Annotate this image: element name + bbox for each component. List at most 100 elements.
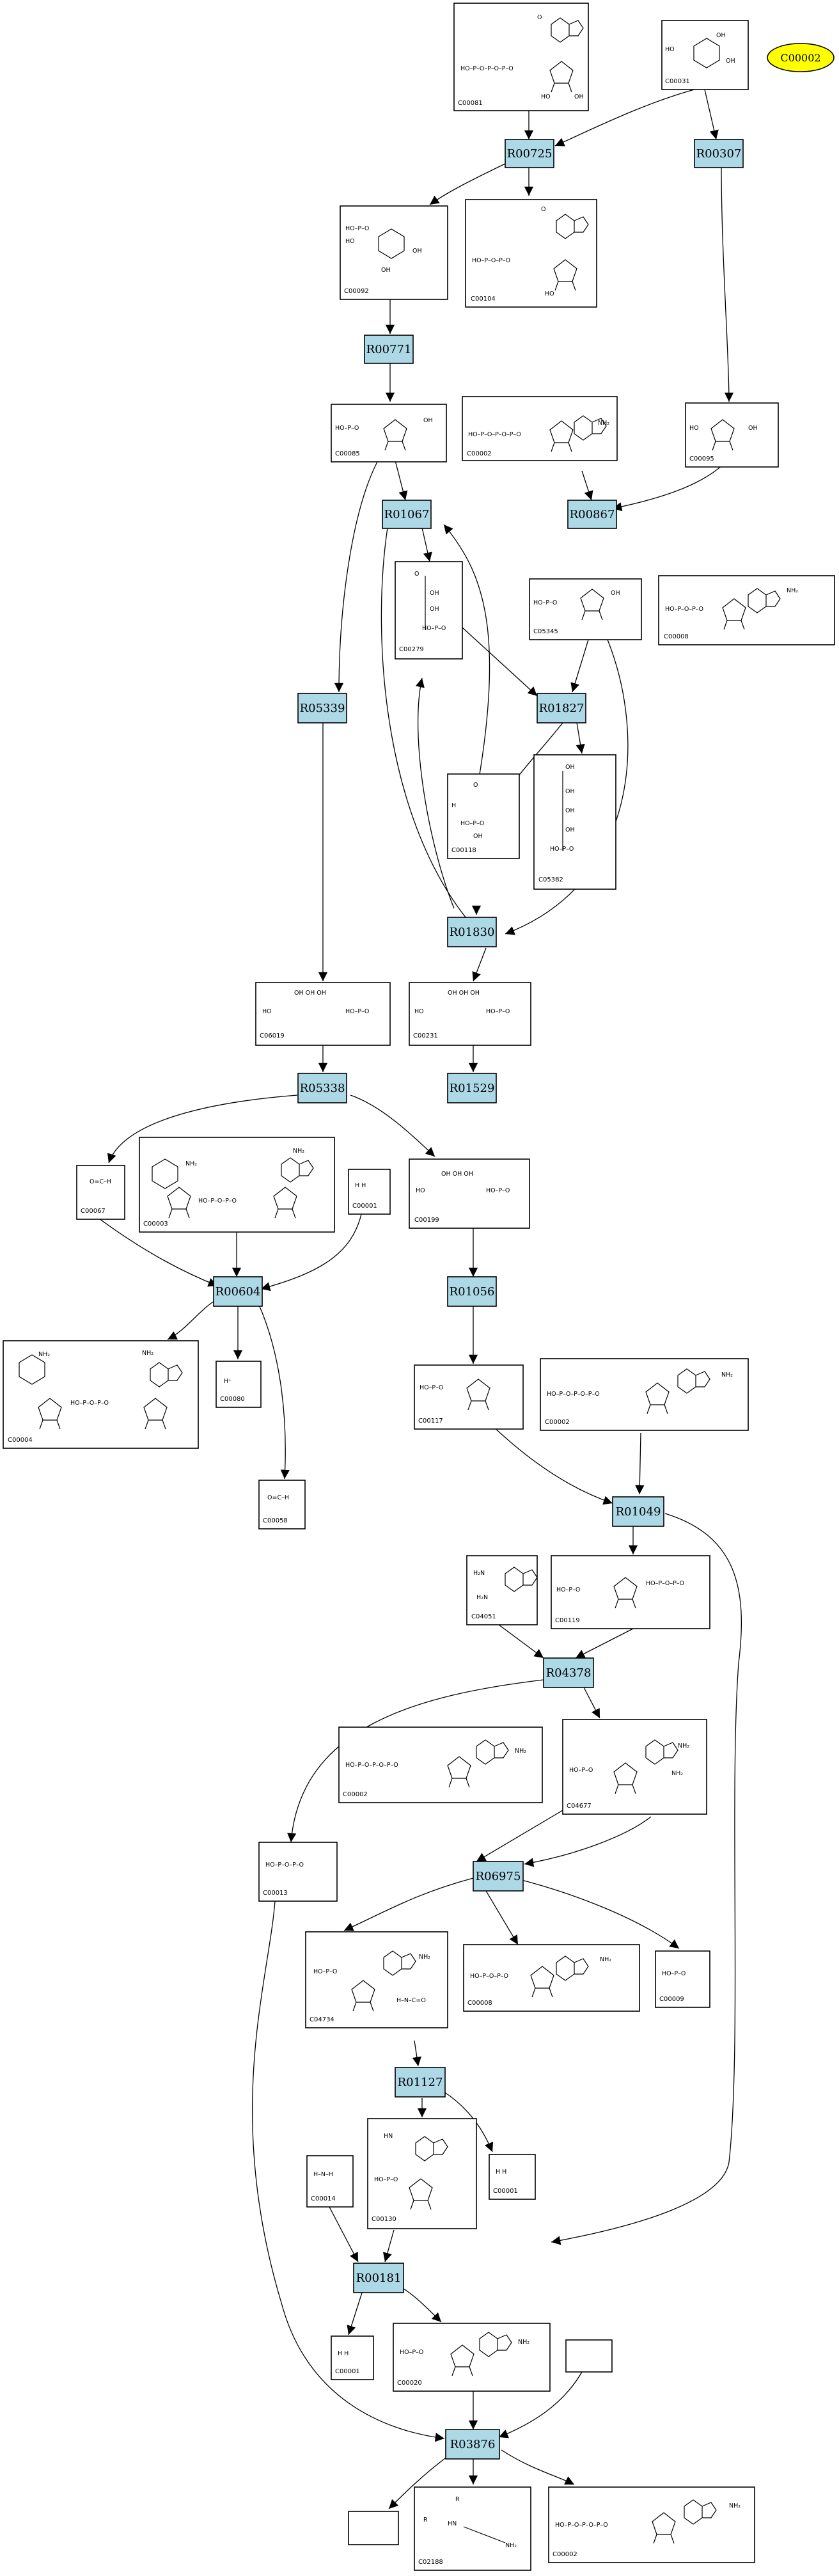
compound-c00002[interactable]: HO–P–O–P–O–P–O NH₂ C00002	[548, 2486, 755, 2563]
compound-c02188[interactable]: R R HN NH₂ C02188	[414, 2486, 531, 2571]
svg-text:HO–P–O: HO–P–O	[556, 1586, 580, 1593]
reaction-r00604[interactable]: R00604	[213, 1276, 263, 1307]
svg-text:C00067: C00067	[81, 1208, 106, 1215]
compound-c00031[interactable]: HO OH OH C00031	[661, 20, 749, 90]
edge	[501, 2449, 575, 2485]
reaction-r01529[interactable]: R01529	[447, 1073, 497, 1103]
svg-text:HO–P–O: HO–P–O	[533, 599, 557, 606]
compound-c04677[interactable]: HO–P–O NH₂ NH₂ C04677	[562, 1719, 707, 1815]
svg-text:C00009: C00009	[659, 1996, 684, 2003]
reaction-r01127[interactable]: R01127	[395, 2067, 446, 2098]
reaction-r00867[interactable]: R00867	[567, 500, 617, 529]
reaction-r03876[interactable]: R03876	[445, 2429, 500, 2460]
svg-text:C04051: C04051	[471, 1613, 496, 1620]
svg-text:HO–P–O: HO–P–O	[486, 1187, 510, 1194]
edge	[412, 2040, 421, 2067]
compound-c00104[interactable]: HO–P–O–P–O O HO C00104	[465, 199, 597, 308]
compound-c00002[interactable]: HO–P–O–P–O–P–O NH₂ C00002	[462, 396, 618, 461]
svg-text:NH₂: NH₂	[419, 1954, 430, 1961]
svg-text:C05382: C05382	[538, 876, 563, 883]
reaction-r01056[interactable]: R01056	[447, 1276, 497, 1307]
svg-text:HO–P–O: HO–P–O	[550, 846, 574, 853]
compound-c00199[interactable]: HO OH OH OH HO–P–O C00199	[409, 1158, 530, 1229]
reaction-r05339[interactable]: R05339	[297, 693, 347, 723]
compound-c05345[interactable]: HO–P–O OH C05345	[529, 578, 642, 640]
compound-c00004[interactable]: NH₂ HO–P–O–P–O NH₂ C00004	[3, 1340, 199, 1449]
compound-c04051[interactable]: H₂N H₂N C04051	[466, 1555, 538, 1625]
reaction-r00181[interactable]: R00181	[353, 2263, 404, 2293]
compound-c00130[interactable]: HO–P–O HN C00130	[367, 2118, 477, 2229]
svg-text:C00014: C00014	[311, 2195, 336, 2202]
svg-text:O=C–H: O=C–H	[90, 1178, 111, 1185]
compound-c00080[interactable]: H⁺ C00080	[216, 1361, 262, 1408]
compound-c05382[interactable]: OH OH OH OH HO–P–O C05382	[533, 754, 616, 890]
compound-c00001[interactable]: H H C00001	[489, 2154, 536, 2200]
compound-c00002[interactable]: HO–P–O–P–O–P–O NH₂ C00002	[540, 1358, 749, 1431]
svg-text:HO–P–O: HO–P–O	[460, 820, 484, 827]
reaction-r05338[interactable]: R05338	[297, 1073, 347, 1103]
compound-c00085[interactable]: HO–P–O OH C00085	[331, 404, 447, 462]
svg-text:HO: HO	[689, 425, 699, 432]
svg-text:HO–P–O–P–O–P–O: HO–P–O–P–O–P–O	[468, 431, 521, 438]
edge	[347, 2288, 364, 2335]
svg-text:HO: HO	[665, 46, 675, 53]
svg-text:R04378: R04378	[546, 1666, 592, 1680]
svg-text:OH: OH	[574, 93, 584, 100]
svg-text:C04734: C04734	[310, 2016, 334, 2023]
edge	[287, 1679, 544, 1843]
edge	[721, 166, 734, 402]
svg-text:NH₂: NH₂	[142, 1350, 153, 1357]
svg-text:OH OH OH: OH OH OH	[441, 1171, 473, 1178]
svg-text:NH₂: NH₂	[38, 1351, 50, 1358]
svg-text:C00080: C00080	[220, 1396, 245, 1403]
compound-c00014[interactable]: H–N–H C00014	[306, 2155, 354, 2208]
compound-c00008[interactable]: HO–P–O–P–O NH₂ C00008	[658, 575, 835, 645]
svg-text:OH: OH	[381, 267, 391, 274]
compound-c00002-oval[interactable]: C00002	[767, 43, 835, 72]
edge	[514, 1877, 680, 1949]
reaction-r00771[interactable]: R00771	[364, 335, 414, 364]
reaction-r06975[interactable]: R06975	[473, 1861, 524, 1892]
compounds: HO–P–O–P–O–P–O O HO OH C00081 HO OH OH C…	[3, 3, 835, 2571]
compound-c00118[interactable]: O H HO–P–O OH C00118	[447, 773, 520, 859]
svg-text:O: O	[414, 571, 419, 578]
compound-c00013[interactable]: HO–P–O–P–O C00013	[258, 1842, 338, 1902]
edge	[581, 470, 593, 501]
svg-text:C02188: C02188	[418, 2559, 443, 2566]
reaction-r01830[interactable]: R01830	[447, 917, 497, 947]
reaction-r01827[interactable]: R01827	[537, 693, 586, 723]
reaction-r00725[interactable]: R00725	[505, 139, 554, 168]
compound-c00009[interactable]: HO–P–O C00009	[655, 1950, 710, 2008]
compound-c00117[interactable]: HO–P–O C00117	[414, 1364, 524, 1430]
edge	[329, 2206, 359, 2263]
empty-compound-box[interactable]	[565, 2339, 613, 2373]
compound-c00002[interactable]: HO–P–O–P–O–P–O NH₂ C00002	[338, 1727, 543, 1803]
svg-text:C00003: C00003	[143, 1221, 168, 1228]
compound-c00067[interactable]: O=C–H C00067	[76, 1165, 125, 1220]
svg-text:HO–P–O: HO–P–O	[486, 1008, 510, 1015]
compound-c00001[interactable]: H H C00001	[348, 1169, 391, 1215]
empty-compound-box[interactable]	[348, 2511, 399, 2545]
compound-c00119[interactable]: HO–P–O HO–P–O–P–O C00119	[551, 1555, 710, 1629]
reaction-r04378[interactable]: R04378	[543, 1657, 594, 1688]
compound-c00095[interactable]: HO OH C00095	[685, 402, 779, 468]
compound-c00058[interactable]: O=C–H C00058	[258, 1480, 306, 1529]
svg-text:C00031: C00031	[665, 78, 690, 85]
edge	[343, 1877, 474, 1931]
compound-c00092[interactable]: HO–P–O HO OH OH C00092	[340, 205, 448, 300]
edge	[476, 1810, 563, 1862]
compound-c00020[interactable]: HO–P–O NH₂ C00020	[393, 2323, 551, 2392]
compound-c00081[interactable]: HO–P–O–P–O–P–O O HO OH C00081	[453, 3, 589, 111]
compound-c00001[interactable]: H H C00001	[331, 2335, 374, 2380]
svg-text:NH₂: NH₂	[185, 1160, 197, 1167]
reaction-r01067[interactable]: R01067	[382, 500, 432, 529]
reaction-r01049[interactable]: R01049	[612, 1496, 664, 1527]
compound-c06019[interactable]: HO OH OH OH HO–P–O C06019	[255, 982, 391, 1046]
compound-c00279[interactable]: O OH OH HO–P–O C00279	[395, 561, 463, 660]
compound-c00231[interactable]: HO OH OH OH HO–P–O C00231	[409, 982, 531, 1046]
compound-c04734[interactable]: HO–P–O NH₂ H–N–C=O C04734	[305, 1931, 448, 2028]
compound-c00003[interactable]: NH₂ HO–P–O–P–O NH₂ C00003	[139, 1137, 335, 1233]
reaction-r00307[interactable]: R00307	[694, 139, 744, 168]
compound-c00008[interactable]: HO–P–O–P–O NH₂ C00008	[463, 1944, 640, 2012]
svg-text:C00001: C00001	[335, 2368, 360, 2375]
